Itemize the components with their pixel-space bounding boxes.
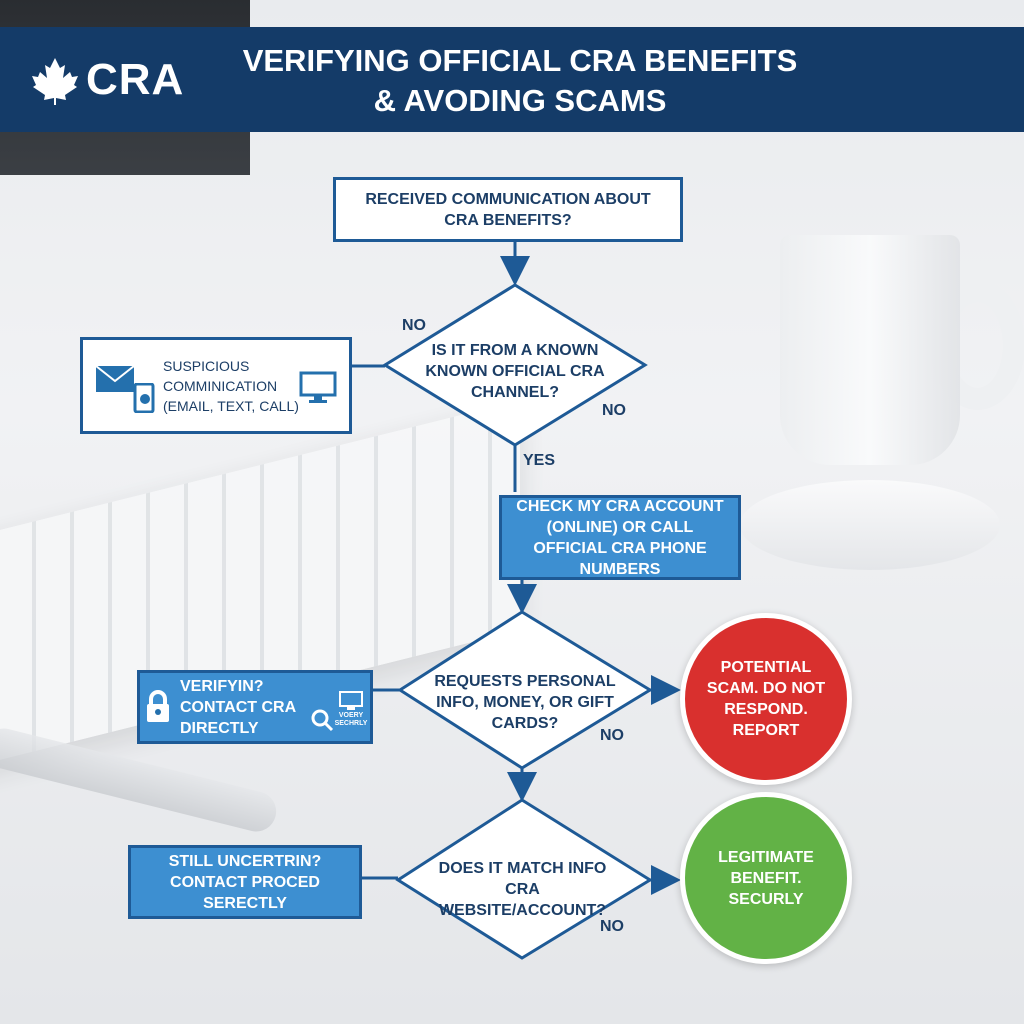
header-banner: CRA VERIFYING OFFICIAL CRA BENEFITS & AV… bbox=[0, 27, 1024, 132]
verify-box: VERIFYIN? CONTACT CRA DIRECTLY bbox=[137, 670, 373, 744]
background-mouse bbox=[740, 480, 1000, 570]
title-line-1: VERIFYING OFFICIAL CRA BENEFITS bbox=[242, 43, 798, 78]
verify-text: VERIFYIN? CONTACT CRA DIRECTLY bbox=[180, 677, 296, 737]
no-label: NO bbox=[600, 727, 624, 744]
phone-icon bbox=[133, 383, 155, 413]
page-title: VERIFYING OFFICIAL CRA BENEFITS & AVODIN… bbox=[200, 41, 840, 121]
check-account-box: CHECK MY CRA ACCOUNT (ONLINE) OR CALL OF… bbox=[499, 495, 741, 580]
decision-diamond-1 bbox=[382, 283, 648, 447]
monitor-icon bbox=[299, 371, 337, 403]
decision-2-text: REQUESTS PERSONAL INFO, MONEY, OR GIFT C… bbox=[434, 673, 616, 732]
maple-leaf-icon bbox=[32, 58, 78, 105]
legitimate-benefit-circle: LEGITIMATE BENEFIT. SECURLY bbox=[680, 792, 852, 964]
scam-text: POTENTIAL SCAM. DO NOT RESPOND. REPORT bbox=[706, 659, 826, 739]
decision-diamond-3 bbox=[395, 798, 653, 960]
no-label: NO bbox=[402, 317, 426, 334]
logo-text: CRA bbox=[86, 55, 185, 104]
no-label: NO bbox=[602, 402, 626, 419]
envelope-icon bbox=[95, 365, 135, 392]
monitor-icon bbox=[339, 691, 363, 710]
suspicious-text: SUSPICIOUS COMMINICATION (EMAIL, TEXT, C… bbox=[163, 357, 299, 414]
magnifier-icon bbox=[311, 709, 334, 732]
start-box: RECEIVED COMMUNICATION ABOUT CRA BENEFIT… bbox=[333, 177, 683, 242]
still-uncertain-box: STILL UNCERTRIN? CONTACT PROCED SERECTLY bbox=[128, 845, 362, 919]
potential-scam-circle: POTENTIAL SCAM. DO NOT RESPOND. REPORT bbox=[680, 613, 852, 785]
decision-diamond-2 bbox=[397, 610, 653, 770]
decision-1-text: IS IT FROM A KNOWN KNOWN OFFICIAL CRA CH… bbox=[425, 342, 605, 401]
lock-icon bbox=[147, 690, 169, 722]
uncertain-text: STILL UNCERTRIN? CONTACT PROCED SERECTLY bbox=[168, 852, 322, 912]
start-text: RECEIVED COMMUNICATION ABOUT CRA BENEFIT… bbox=[365, 190, 651, 229]
decision-3-text: DOES IT MATCH INFO CRA WEBSITE/ACCOUNT? bbox=[438, 860, 607, 919]
legit-text: LEGITIMATE BENEFIT. SECURLY bbox=[718, 848, 814, 908]
no-label: NO bbox=[600, 918, 624, 935]
yes-label: YES bbox=[523, 452, 556, 469]
verify-small-text: VOERY SECHRLY bbox=[334, 712, 368, 727]
background-mug bbox=[780, 235, 960, 465]
title-line-2: & AVODING SCAMS bbox=[373, 83, 667, 118]
cra-logo: CRA bbox=[30, 55, 184, 105]
check-text: CHECK MY CRA ACCOUNT (ONLINE) OR CALL OF… bbox=[516, 497, 724, 578]
